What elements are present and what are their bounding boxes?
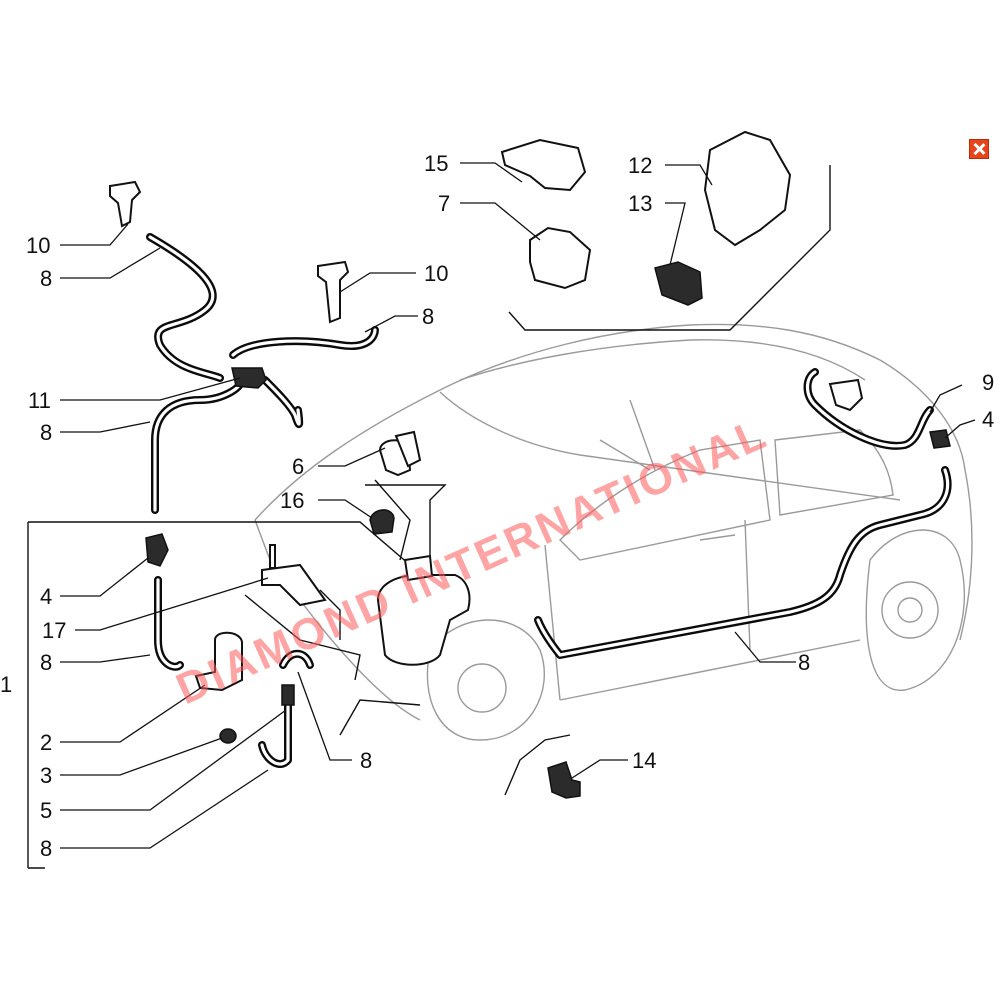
callout-8-b: 8 <box>422 304 434 329</box>
callout-7: 7 <box>438 191 450 216</box>
callout-8-g: 8 <box>798 650 810 675</box>
connector-part-4-right <box>929 429 951 449</box>
connector-part-4-left <box>145 533 169 567</box>
callout-6: 6 <box>292 454 304 479</box>
callout-11: 11 <box>28 388 51 413</box>
callout-12: 12 <box>628 153 652 178</box>
hoses <box>146 233 952 768</box>
callout-4-left: 4 <box>40 584 52 609</box>
callout-17: 17 <box>42 618 66 643</box>
callout-3: 3 <box>40 763 52 788</box>
callout-13: 13 <box>628 191 652 216</box>
callout-10-left: 10 <box>26 233 50 258</box>
callout-9: 9 <box>982 370 994 395</box>
close-icon[interactable] <box>969 139 989 159</box>
nozzle-part-10-left <box>109 180 142 228</box>
grommet-part-16 <box>369 509 395 535</box>
clip-part-13 <box>654 261 703 306</box>
callout-14: 14 <box>632 748 656 773</box>
callout-4-right: 4 <box>982 407 994 432</box>
callout-1: 1 <box>0 672 12 697</box>
callout-5: 5 <box>40 798 52 823</box>
parts <box>109 130 951 799</box>
pump-part-2 <box>194 631 243 692</box>
callout-2: 2 <box>40 730 52 755</box>
callout-8-f: 8 <box>360 748 372 773</box>
car-outline <box>254 323 973 741</box>
kit-frames <box>27 165 831 869</box>
connector-part-11 <box>231 367 267 389</box>
bracket-part-17 <box>261 563 327 607</box>
callout-labels: 1 2 3 4 4 5 6 7 8 8 8 8 8 8 8 9 10 10 11… <box>0 151 994 861</box>
callout-8-d: 8 <box>40 650 52 675</box>
rear-nozzle <box>828 378 864 412</box>
clip-part-15 <box>500 138 587 192</box>
connector-part-5 <box>281 684 295 706</box>
leader-lines <box>60 162 976 849</box>
watermark-text: DIAMOND INTERNATIONAL <box>169 408 775 714</box>
callout-8-a: 8 <box>40 266 52 291</box>
callout-16: 16 <box>280 488 304 513</box>
bracket-part-12 <box>703 130 792 247</box>
callout-8-c: 8 <box>40 420 52 445</box>
nozzle-part-10-right <box>317 260 350 324</box>
callout-15: 15 <box>424 151 448 176</box>
seal-part-3 <box>219 728 237 744</box>
clip-part-7 <box>529 226 592 290</box>
callout-8-e: 8 <box>40 836 52 861</box>
callout-10-right: 10 <box>424 261 448 286</box>
bolt-part-14 <box>547 761 581 799</box>
washer-reservoir <box>376 574 471 666</box>
